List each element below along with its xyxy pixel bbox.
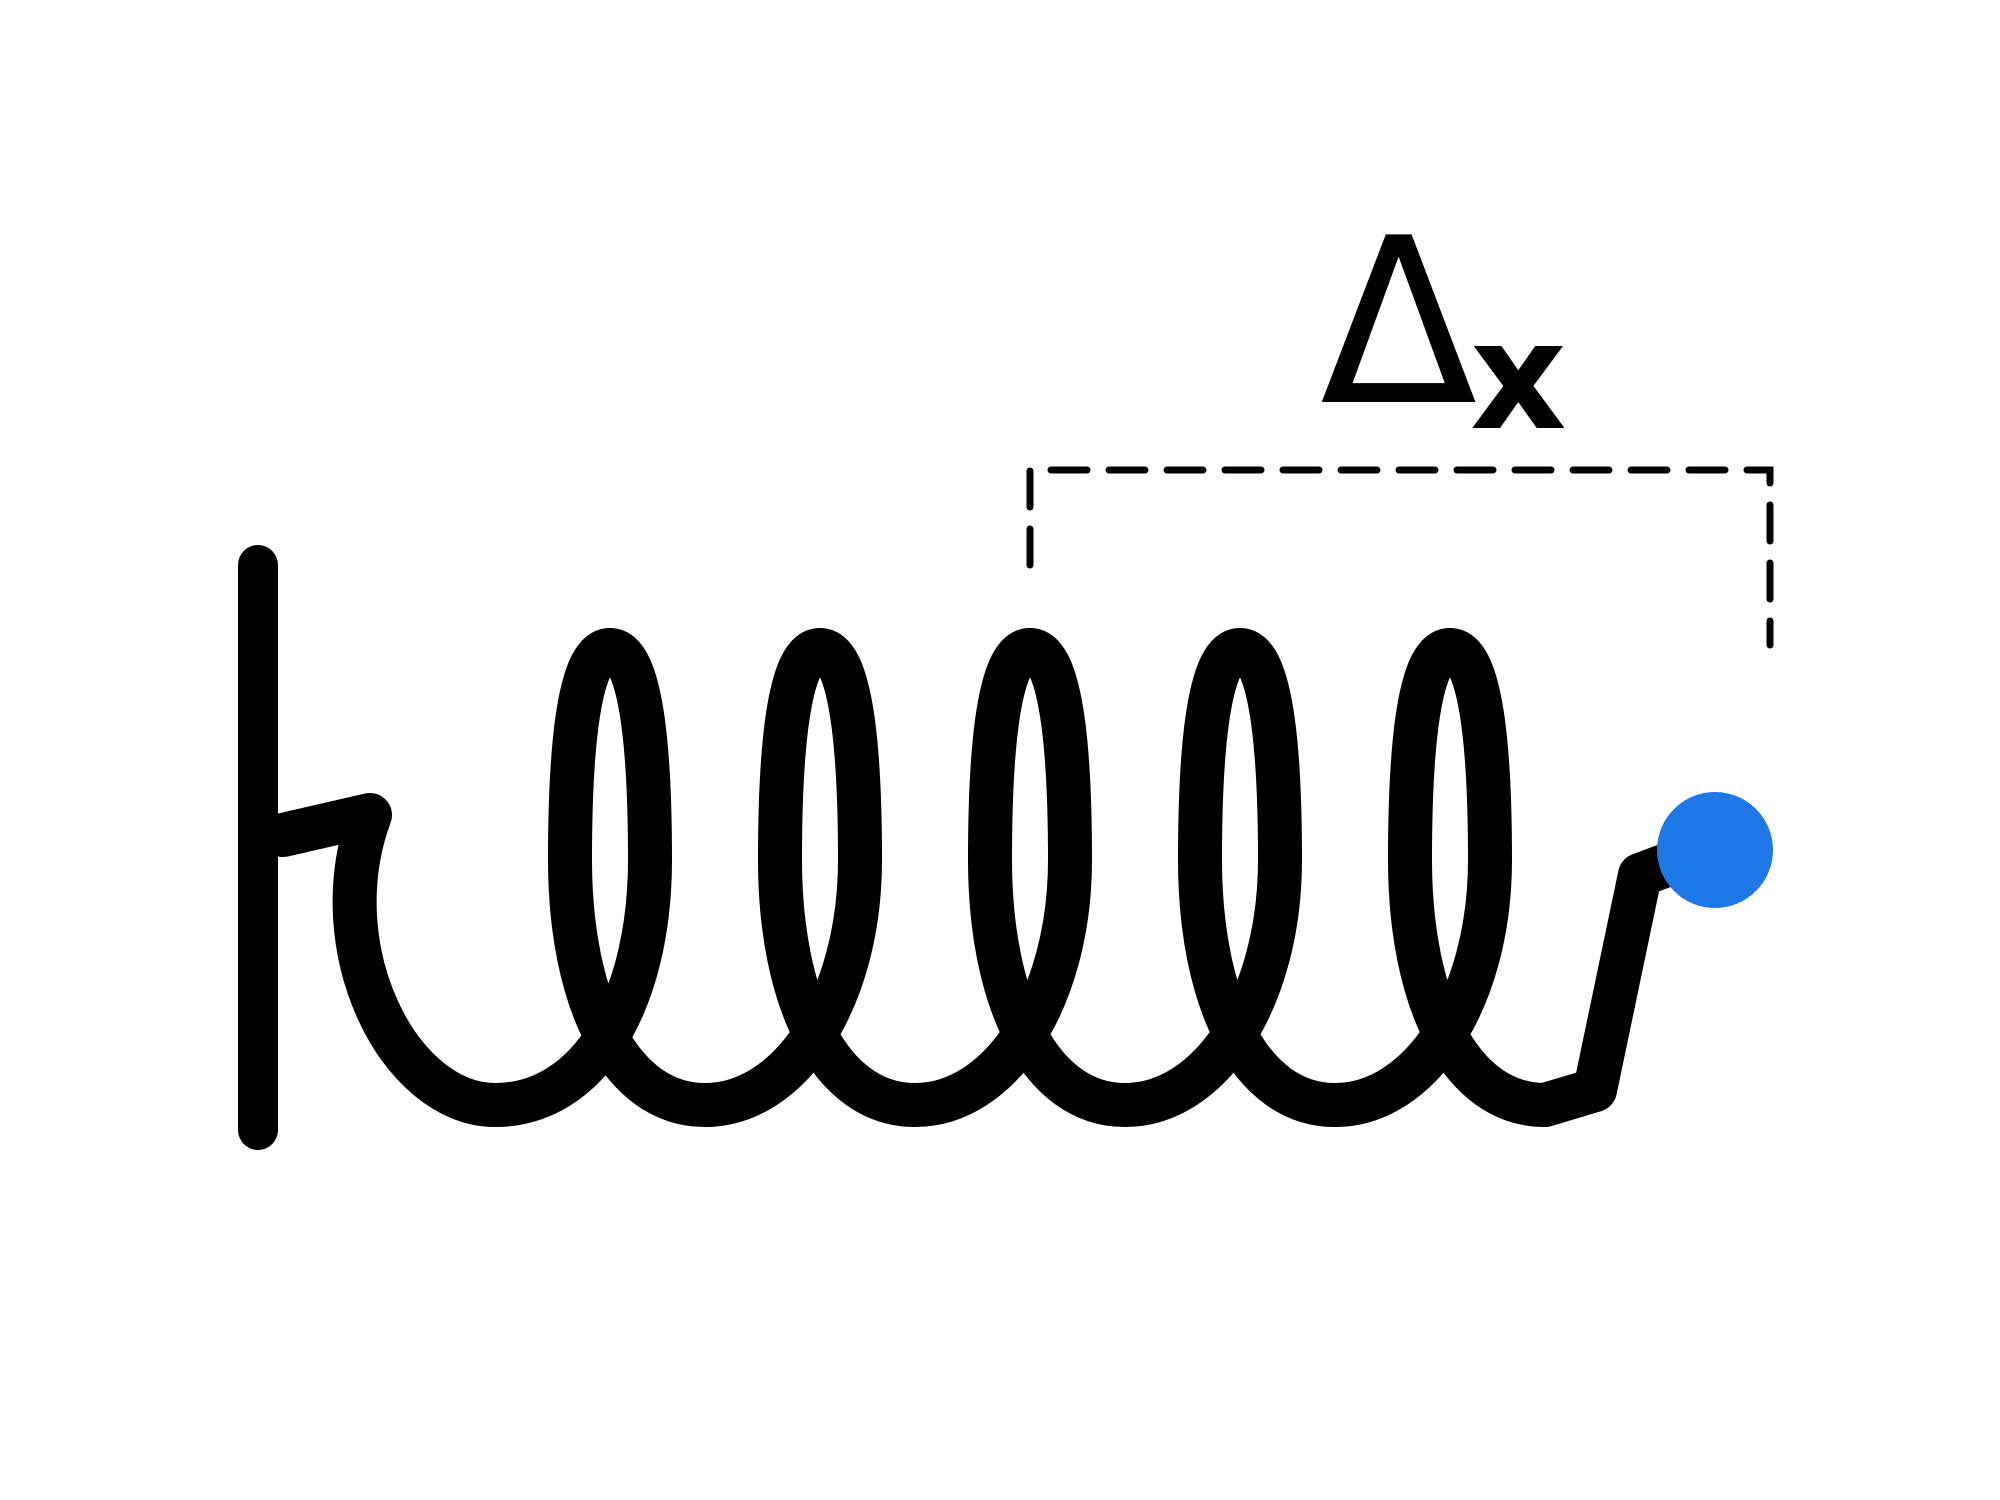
delta-subscript: x bbox=[1470, 290, 1567, 464]
coil-spring bbox=[261, 628, 1702, 1127]
mass-dot bbox=[1657, 792, 1773, 908]
delta-symbol: Δ bbox=[1320, 190, 1477, 457]
displacement-bracket bbox=[1026, 466, 1774, 649]
delta-x-label: Δ x bbox=[1320, 190, 1567, 464]
